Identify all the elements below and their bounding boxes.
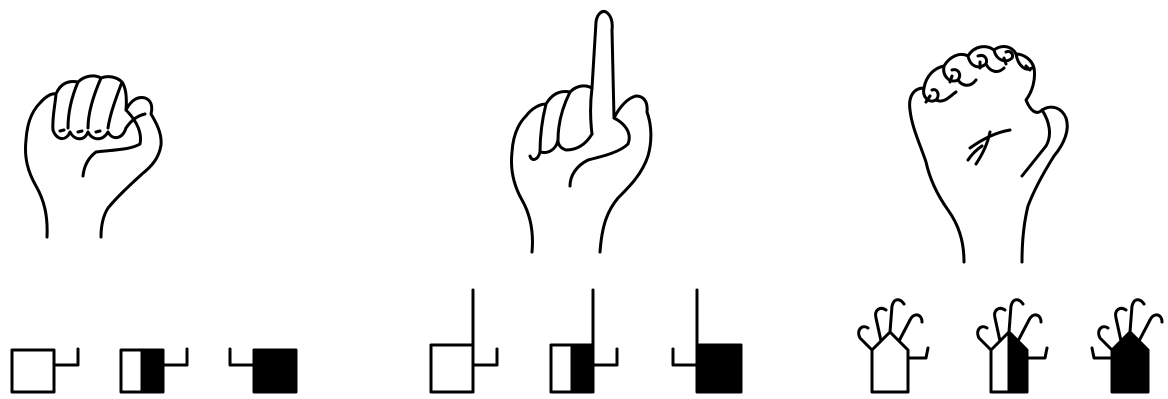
half-filled-square-symbol xyxy=(121,349,187,392)
fist-nail-marks xyxy=(60,130,100,132)
half-filled-index-symbol xyxy=(551,290,617,392)
filled-square-symbol xyxy=(230,349,296,392)
filled-claw-symbol xyxy=(1092,300,1162,392)
fist-finger-line-2 xyxy=(68,82,78,128)
claw-outline xyxy=(910,47,1068,262)
clawed-hand-icon xyxy=(910,47,1068,262)
fist-finger-line-3 xyxy=(88,78,101,128)
index-curled-3 xyxy=(558,134,592,150)
index-finger-line xyxy=(591,88,593,134)
index-hand-outline xyxy=(511,11,650,252)
claw-finger-3 xyxy=(968,55,987,66)
open-claw-symbol xyxy=(859,300,928,392)
claw-thumb xyxy=(1022,110,1049,176)
claw-nails xyxy=(926,58,1030,102)
fist-finger-line-1 xyxy=(53,94,56,130)
fist-finger-line-4 xyxy=(108,82,122,128)
index-thumb xyxy=(570,118,629,186)
filled-index-symbol xyxy=(673,290,741,392)
claw-palm-lines xyxy=(968,130,1010,164)
half-filled-claw-symbol xyxy=(978,300,1047,392)
fist-hand-icon xyxy=(25,76,161,237)
index-curled-2 xyxy=(540,92,570,153)
claw-finger-bases xyxy=(936,64,1004,101)
open-square-symbol xyxy=(12,349,78,392)
open-index-symbol xyxy=(431,290,497,392)
index-finger-hand-icon xyxy=(511,11,650,252)
